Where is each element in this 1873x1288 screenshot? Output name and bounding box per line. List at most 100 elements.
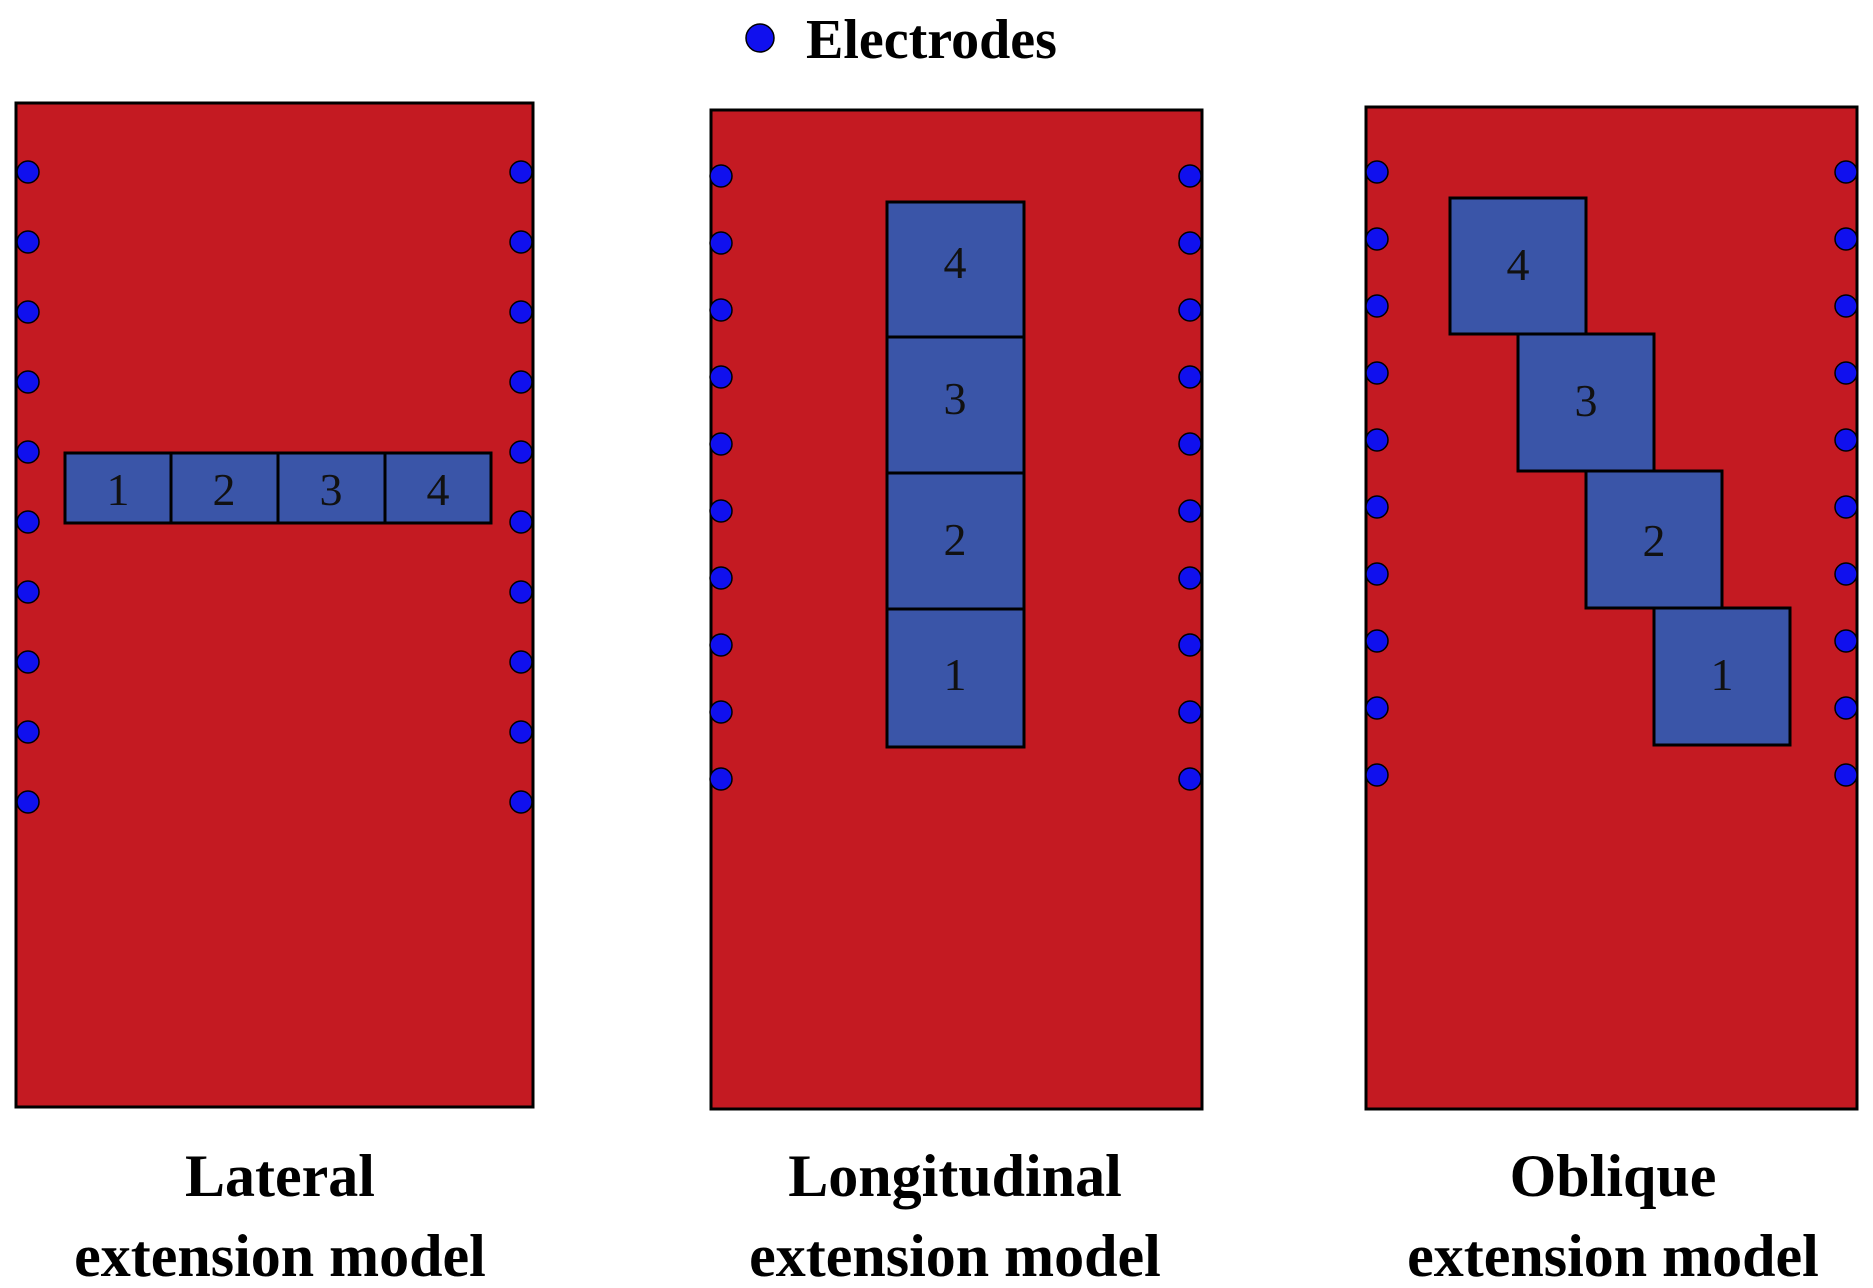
electrode-dot-icon — [16, 300, 40, 324]
electrode-dot-icon — [709, 566, 733, 590]
block-label: 4 — [427, 464, 450, 515]
electrode-dot-icon — [709, 298, 733, 322]
caption-longitudinal-line1: Longitudinal — [788, 1143, 1122, 1209]
electrode-dot-icon — [1365, 562, 1389, 586]
block-label: 4 — [944, 237, 967, 288]
panel-lateral-blocks: 1 2 3 4 — [63, 451, 493, 525]
electrode-dot-icon — [509, 370, 533, 394]
block-1: 1 — [63, 451, 173, 525]
electrode-dot-icon — [1365, 361, 1389, 385]
electrode-dot-icon — [1834, 562, 1858, 586]
panel-longitudinal: 4 3 2 1 Longitudinal extension model — [709, 108, 1204, 1288]
block-1: 1 — [885, 607, 1026, 749]
electrode-dot-icon — [16, 720, 40, 744]
block-4: 4 — [1448, 196, 1588, 336]
electrode-dot-icon — [509, 160, 533, 184]
electrode-dot-icon — [509, 650, 533, 674]
block-2: 2 — [169, 451, 280, 525]
electrode-dot-icon — [1178, 231, 1202, 255]
electrode-dot-icon — [1365, 294, 1389, 318]
electrode-dot-icon — [709, 231, 733, 255]
legend: Electrodes — [745, 9, 1057, 71]
caption-oblique-line1: Oblique — [1510, 1143, 1717, 1209]
block-3: 3 — [276, 451, 387, 525]
block-label: 2 — [1643, 515, 1666, 566]
legend-label: Electrodes — [806, 9, 1057, 71]
electrode-dot-icon — [16, 440, 40, 464]
electrode-dot-icon — [16, 370, 40, 394]
electrode-dot-icon — [509, 440, 533, 464]
electrode-dot-icon — [1178, 164, 1202, 188]
electrode-dot-icon — [1365, 495, 1389, 519]
block-3: 3 — [885, 335, 1026, 475]
electrode-dot-icon — [1834, 227, 1858, 251]
electrode-dot-icon — [1834, 495, 1858, 519]
electrode-dot-icon — [509, 230, 533, 254]
caption-oblique-line2: extension model — [1407, 1223, 1819, 1288]
electrode-dot-icon — [709, 633, 733, 657]
electrode-dot-icon — [745, 23, 775, 53]
panel-longitudinal-electrodes — [709, 164, 1202, 791]
electrode-dot-icon — [16, 580, 40, 604]
electrode-dot-icon — [1178, 499, 1202, 523]
block-label: 1 — [107, 464, 130, 515]
panel-lateral-body — [14, 101, 535, 1109]
electrode-dot-icon — [1834, 160, 1858, 184]
panel-lateral: 1 2 3 4 Lateral extension model — [14, 101, 535, 1288]
block-label: 2 — [213, 464, 236, 515]
electrode-dot-icon — [16, 230, 40, 254]
block-label: 4 — [1507, 239, 1530, 290]
block-label: 3 — [944, 373, 967, 424]
electrode-dot-icon — [509, 720, 533, 744]
electrode-dot-icon — [1365, 629, 1389, 653]
electrode-dot-icon — [1834, 428, 1858, 452]
block-label: 1 — [1711, 649, 1734, 700]
block-1: 1 — [1652, 606, 1792, 747]
electrode-dot-icon — [1365, 696, 1389, 720]
block-label: 3 — [320, 464, 343, 515]
caption-lateral-line2: extension model — [74, 1223, 486, 1288]
electrode-dot-icon — [1178, 767, 1202, 791]
electrode-dot-icon — [1365, 160, 1389, 184]
electrode-dot-icon — [1365, 763, 1389, 787]
block-2: 2 — [1584, 469, 1724, 610]
electrode-dot-icon — [1365, 428, 1389, 452]
panel-longitudinal-blocks: 4 3 2 1 — [885, 200, 1026, 749]
electrode-dot-icon — [509, 510, 533, 534]
electrode-dot-icon — [16, 790, 40, 814]
electrode-dot-icon — [1178, 432, 1202, 456]
electrode-dot-icon — [16, 510, 40, 534]
panel-oblique-blocks: 4 3 2 1 — [1448, 196, 1792, 747]
electrode-dot-icon — [509, 300, 533, 324]
block-label: 2 — [944, 514, 967, 565]
electrode-dot-icon — [709, 432, 733, 456]
electrode-dot-icon — [709, 767, 733, 791]
electrode-dot-icon — [1834, 629, 1858, 653]
electrode-dot-icon — [1834, 763, 1858, 787]
panel-lateral-electrodes — [16, 160, 533, 814]
caption-lateral-line1: Lateral — [185, 1143, 375, 1209]
electrode-dot-icon — [1178, 633, 1202, 657]
electrode-dot-icon — [509, 790, 533, 814]
electrode-dot-icon — [1365, 227, 1389, 251]
electrode-dot-icon — [16, 650, 40, 674]
electrode-dot-icon — [1834, 361, 1858, 385]
caption-longitudinal-line2: extension model — [749, 1223, 1161, 1288]
block-label: 3 — [1575, 375, 1598, 426]
electrode-dot-icon — [509, 580, 533, 604]
electrode-dot-icon — [709, 700, 733, 724]
block-2: 2 — [885, 471, 1026, 611]
electrode-dot-icon — [1178, 365, 1202, 389]
block-3: 3 — [1516, 332, 1656, 473]
block-label: 1 — [944, 649, 967, 700]
block-4: 4 — [383, 451, 493, 525]
panel-oblique: 4 3 2 1 Oblique extension model — [1364, 105, 1859, 1288]
electrode-dot-icon — [1834, 294, 1858, 318]
block-4: 4 — [885, 200, 1026, 339]
electrode-dot-icon — [16, 160, 40, 184]
electrode-dot-icon — [709, 164, 733, 188]
panel-oblique-electrodes — [1365, 160, 1858, 787]
electrode-dot-icon — [709, 365, 733, 389]
electrode-dot-icon — [1178, 298, 1202, 322]
